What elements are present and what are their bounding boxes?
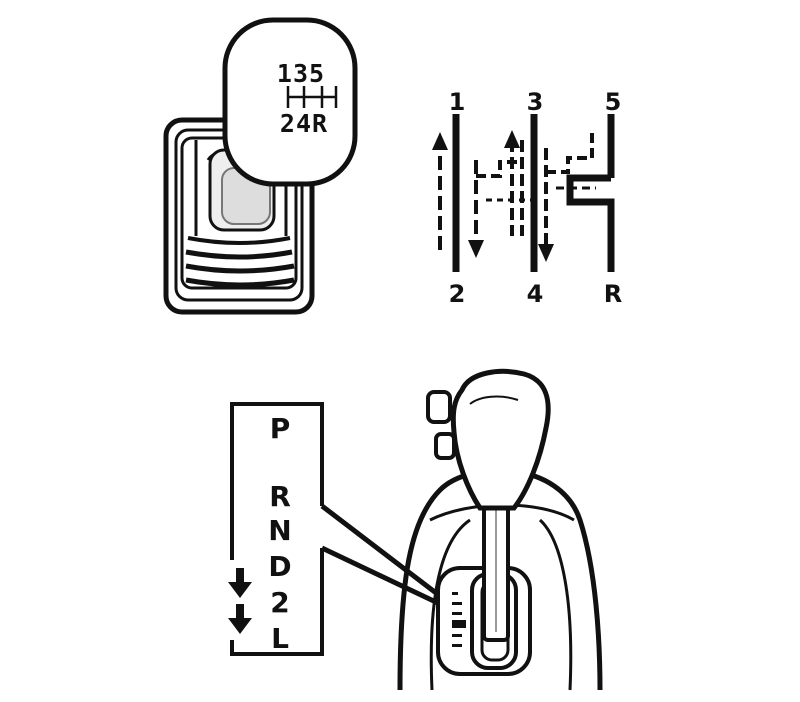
knob-top-digits: 135 <box>277 59 325 88</box>
shift-gate <box>452 114 615 272</box>
position-r: R <box>269 480 291 513</box>
position-l: L <box>271 622 289 655</box>
down-arrow-icon <box>228 604 252 634</box>
knob-h-pattern-icon <box>286 86 338 108</box>
position-d: D <box>268 550 291 583</box>
position-p: P <box>270 412 291 445</box>
knob-bottom-digits: 24R <box>280 109 328 138</box>
shift-lever <box>482 498 510 642</box>
position-2: 2 <box>270 586 289 619</box>
automatic-shift-knob <box>450 368 551 511</box>
automatic-shifter-illustration <box>397 368 603 691</box>
callout-leader-lines <box>320 504 442 607</box>
automatic-position-indicator: P R N D 2 L <box>228 402 442 656</box>
position-n: N <box>268 514 291 547</box>
gear-label-r: R <box>604 280 622 308</box>
lock-release-button <box>434 432 456 460</box>
manual-shift-pattern-diagram: 1 3 5 2 4 R <box>432 88 622 308</box>
manual-shifter-illustration: 135 24R <box>163 17 358 315</box>
overdrive-button <box>426 390 452 424</box>
shift-knob: 135 24R <box>222 17 358 187</box>
gear-label-4: 4 <box>527 280 544 308</box>
down-arrow-icon <box>228 568 252 598</box>
shift-path-dashed <box>432 130 596 262</box>
gate-mini-markings <box>452 592 466 647</box>
gear-label-5: 5 <box>605 88 622 116</box>
gear-label-3: 3 <box>527 88 544 116</box>
gear-label-2: 2 <box>449 280 466 308</box>
gear-label-1: 1 <box>449 88 466 116</box>
